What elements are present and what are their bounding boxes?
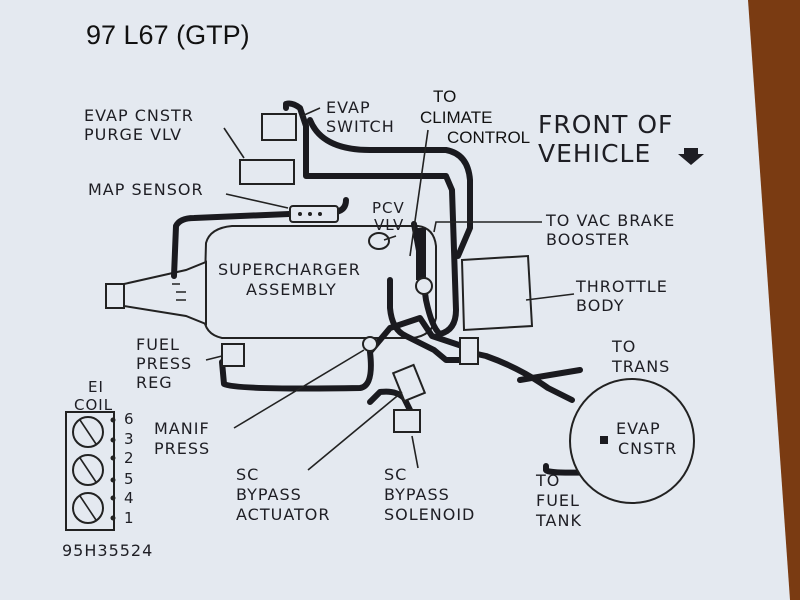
coil-number: 2 — [124, 449, 135, 467]
map-pin-1 — [298, 212, 302, 216]
leader-map-sensor — [225, 193, 289, 209]
label-fuel-press-reg-3: REG — [136, 373, 173, 392]
coil-number: 4 — [124, 489, 135, 507]
coil-terminal-5 — [110, 477, 116, 483]
snout-ribs — [172, 283, 186, 301]
label-evap-switch-1: EVAP — [326, 98, 371, 117]
label-sc-bypass-actuator-1: SC — [236, 465, 259, 484]
sc-bypass-solenoid-part — [393, 409, 421, 433]
front-arrow-icon — [678, 148, 704, 165]
coil-terminal-2 — [110, 455, 116, 461]
leader-purge-vlv — [223, 127, 245, 159]
coil-number: 3 — [124, 430, 135, 448]
to-climate-control-line2: CLIMATE — [420, 108, 492, 127]
label-throttle-body-1: THROTTLE — [575, 277, 668, 296]
label-to-fuel-tank-1: TO — [535, 471, 560, 490]
vac-brake-booster-hose — [416, 228, 426, 280]
label-pcv-vlv-2: VLV — [374, 216, 404, 234]
map-pin-2 — [308, 212, 312, 216]
coil-terminal-1 — [110, 515, 116, 521]
label-sc-bypass-solenoid-2: BYPASS — [384, 485, 450, 504]
label-supercharger-assembly-1: SUPERCHARGER — [218, 260, 361, 279]
leader-sc-actuator — [307, 391, 403, 471]
label-ei-coil-2: COIL — [74, 396, 113, 414]
leader-sc-solenoid — [411, 435, 419, 469]
hose-to-trans — [517, 367, 583, 383]
label-evap-cnstr-purge-vlv-2: PURGE VLV — [84, 125, 182, 144]
coil-terminal-3 — [110, 437, 116, 443]
label-evap-cnstr-2: CNSTR — [618, 439, 677, 458]
label-pcv-vlv-1: PCV — [372, 199, 405, 217]
label-manif-press-1: MANIF — [154, 419, 210, 438]
leader-evap-switch — [301, 107, 321, 117]
leader-pcv — [383, 235, 397, 241]
leader-fuel-press-reg — [205, 355, 223, 361]
label-sc-bypass-solenoid-1: SC — [384, 465, 407, 484]
label-evap-switch-2: SWITCH — [326, 117, 395, 136]
leader-vac-brake-booster — [433, 221, 542, 233]
label-to-vac-brake-booster-2: BOOSTER — [546, 230, 630, 249]
hose-map-to-snout — [171, 197, 349, 279]
label-map-sensor: MAP SENSOR — [88, 180, 204, 199]
label-evap-cnstr-1: EVAP — [616, 419, 661, 438]
label-ei-coil-1: EI — [88, 378, 104, 396]
map-pin-3 — [318, 212, 322, 216]
label-manif-press-2: PRESS — [154, 439, 210, 458]
label-sc-bypass-solenoid-3: SOLENOID — [384, 505, 475, 524]
hose-pcv-to-throttle — [387, 277, 463, 363]
label-sc-bypass-actuator-2: BYPASS — [236, 485, 302, 504]
diagram-title: 97 L67 (GTP) — [86, 20, 250, 50]
label-to-fuel-tank-3: TANK — [535, 511, 582, 530]
throttle-fitting — [459, 337, 479, 365]
air-inlet — [105, 283, 125, 309]
coil-number: 5 — [124, 470, 135, 488]
label-to-trans-1: TO — [611, 337, 636, 356]
ei-coil-slashes — [79, 419, 97, 521]
hose-evap-switch-loop — [283, 100, 459, 337]
hose-to-evap-canister — [465, 349, 575, 403]
throttle-body-part — [460, 254, 534, 332]
booster-port — [415, 277, 433, 295]
front-of-vehicle-line1: FRONT OF — [538, 110, 673, 139]
to-climate-control-line3: CONTROL — [447, 128, 530, 147]
evap-switch-part — [261, 113, 297, 141]
manif-press-port — [362, 336, 378, 352]
evap-cnstr-purge-vlv-part — [239, 159, 295, 185]
hose-fuel-press-reg — [219, 315, 465, 392]
supercharger-assembly-outline — [202, 225, 437, 339]
leader-climate-control — [409, 129, 429, 257]
coil-number: 6 — [124, 410, 135, 428]
coil-number: 1 — [124, 509, 135, 527]
hose-switch-to-booster — [307, 117, 473, 259]
label-fuel-press-reg-1: FUEL — [136, 335, 180, 354]
fuel-press-reg-part — [221, 343, 245, 367]
leader-throttle-body — [525, 293, 575, 301]
coil-terminal-6 — [110, 417, 116, 423]
label-to-fuel-tank-2: FUEL — [536, 491, 580, 510]
label-to-trans-2: TRANS — [611, 357, 670, 376]
evap-cnstr-circle — [569, 378, 695, 504]
part-number: 95H35524 — [62, 541, 153, 560]
label-fuel-press-reg-2: PRESS — [136, 354, 192, 373]
pcv-vlv-part — [368, 232, 390, 250]
leader-manif-press — [233, 349, 365, 429]
to-climate-control-line1: TO — [433, 87, 456, 106]
label-to-vac-brake-booster-1: TO VAC BRAKE — [545, 211, 675, 230]
label-throttle-body-2: BODY — [576, 296, 625, 315]
map-sensor-part — [289, 205, 339, 223]
label-sc-bypass-actuator-3: ACTUATOR — [236, 505, 331, 524]
label-supercharger-assembly-2: ASSEMBLY — [246, 280, 337, 299]
front-of-vehicle-line2: VEHICLE — [538, 139, 651, 168]
label-evap-cnstr-purge-vlv-1: EVAP CNSTR — [84, 106, 194, 125]
evap-cnstr-port — [600, 436, 608, 444]
coil-terminal-4 — [110, 495, 116, 501]
